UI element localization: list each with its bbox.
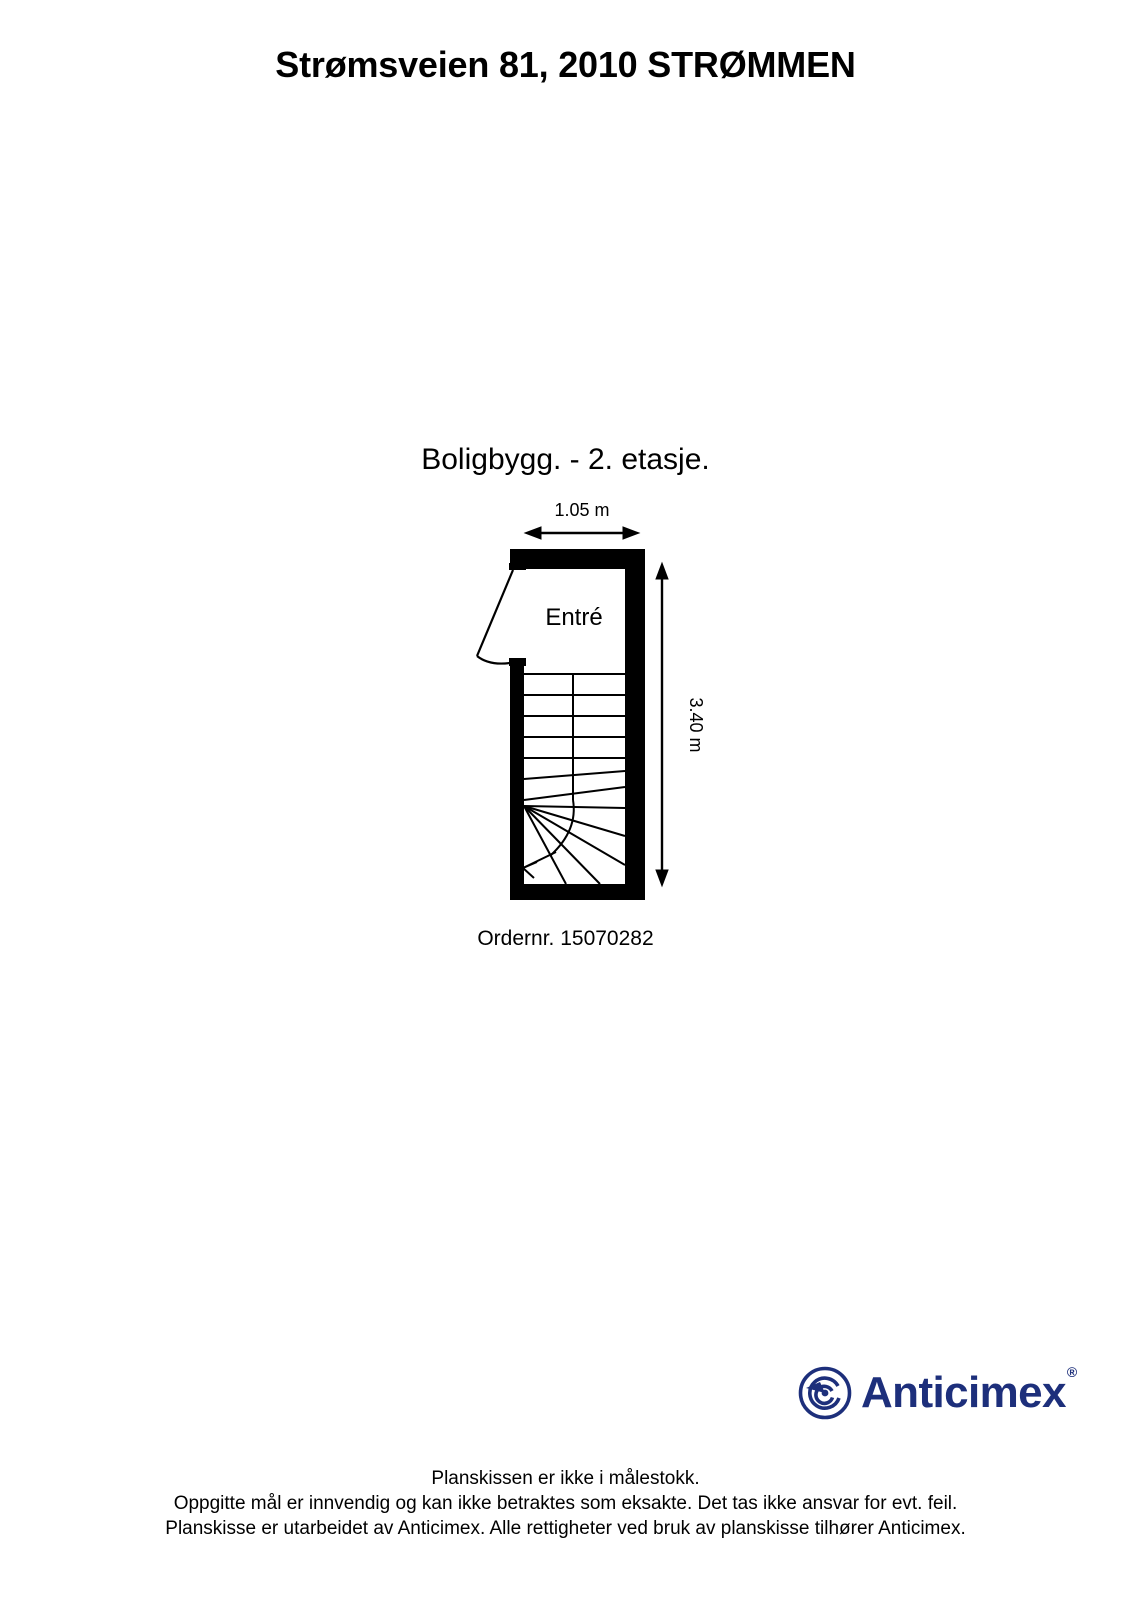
page-title: Strømsveien 81, 2010 STRØMMEN xyxy=(275,44,856,85)
room-label-entre: Entré xyxy=(545,604,602,631)
width-dimension-label: 1.05 m xyxy=(554,500,609,520)
order-number: Ordernr. 15070282 xyxy=(477,927,654,950)
floor-label: Boligbygg. - 2. etasje. xyxy=(421,443,710,476)
height-dimension xyxy=(655,561,669,888)
registered-trademark-symbol: ® xyxy=(1066,1364,1077,1381)
door-leaf xyxy=(475,569,515,657)
disclaimer: Planskissen er ikke i målestokk. Oppgitt… xyxy=(0,1466,1131,1541)
door-swing-arc xyxy=(476,655,521,665)
brand-name: Anticimex xyxy=(861,1368,1066,1417)
walls xyxy=(510,549,645,900)
anticimex-wordmark: Anticimex® xyxy=(861,1365,1077,1417)
entry-door xyxy=(475,563,526,666)
anticimex-logo: Anticimex® xyxy=(798,1365,1077,1420)
disclaimer-line-2: Oppgitte mål er innvendig og kan ikke be… xyxy=(173,1493,958,1514)
height-dimension-label: 3.40 m xyxy=(686,697,706,752)
anticimex-spiral-icon xyxy=(798,1366,852,1420)
staircase xyxy=(522,673,626,885)
width-dimension xyxy=(523,526,641,540)
disclaimer-line-1: Planskissen er ikke i målestokk. xyxy=(431,1468,700,1489)
disclaimer-line-3: Planskisse er utarbeidet av Anticimex. A… xyxy=(165,1518,966,1539)
